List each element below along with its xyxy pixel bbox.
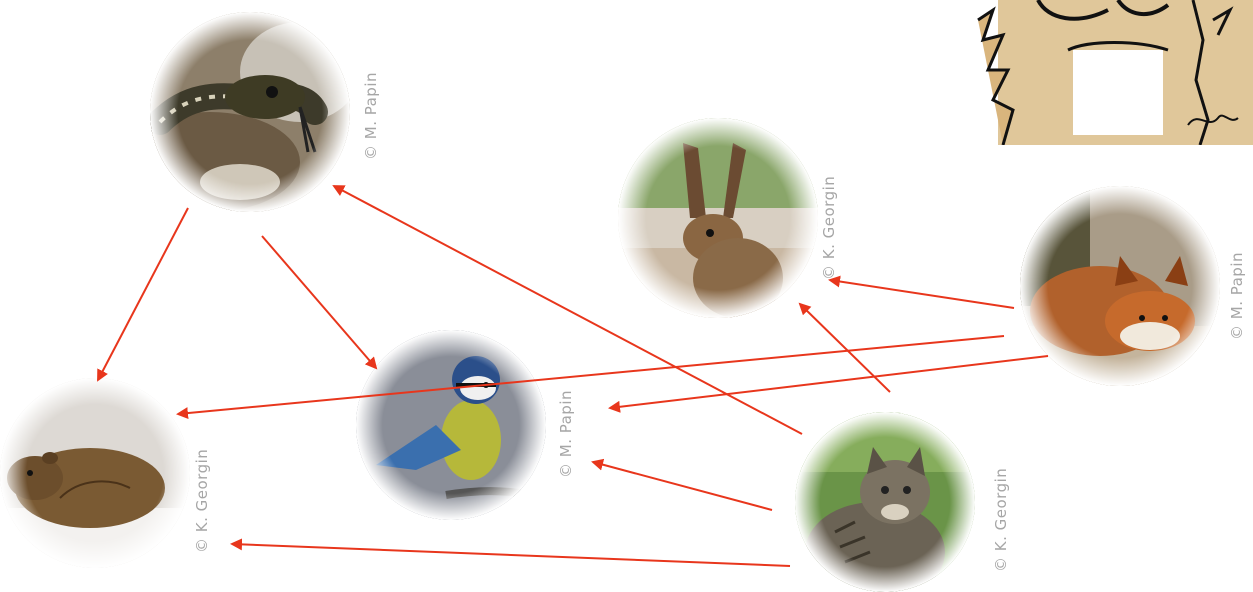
- arrow-fox-to-tit: [608, 355, 1049, 413]
- arrow-fox-to-vole: [176, 335, 1005, 420]
- arrow-wildcat-to-snake: [332, 185, 803, 435]
- fox-photo: [1020, 186, 1220, 386]
- arrow-fox-to-hare: [828, 275, 1015, 309]
- hare-photo: [618, 118, 818, 318]
- arrow-wildcat-to-vole: [230, 538, 791, 567]
- vole-photo: [0, 378, 190, 568]
- arrow-snake-to-vole: [97, 207, 189, 382]
- arrow-wildcat-to-tit: [591, 458, 773, 511]
- food-web-arrows: [97, 185, 1049, 567]
- arrow-wildcat-to-hare: [798, 302, 891, 393]
- wildcat-photo: [795, 412, 975, 592]
- blue-tit-photo: [356, 330, 546, 520]
- cartoon-animal-drawing: [968, 0, 1253, 145]
- arrow-snake-to-tit: [261, 235, 378, 370]
- snake-photo: [150, 12, 350, 212]
